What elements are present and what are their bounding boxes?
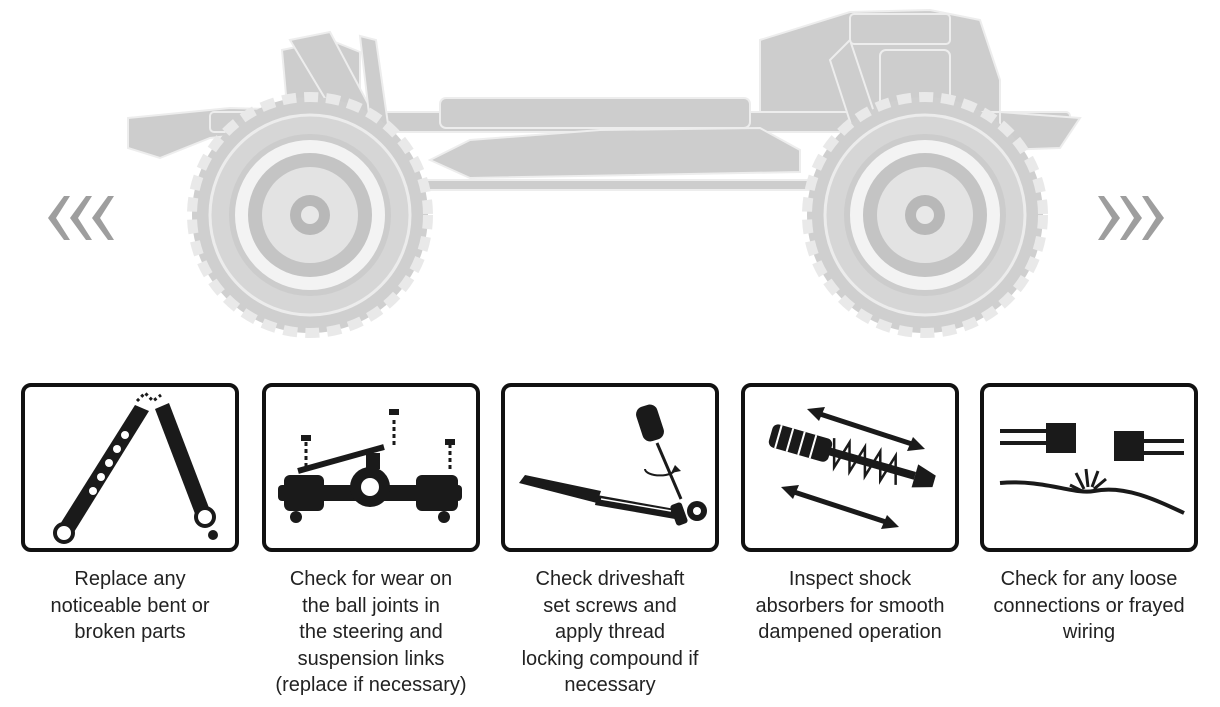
panel-driveshaft (501, 383, 719, 552)
chevron-left-icon (48, 196, 114, 240)
chevron-right-icon (1098, 196, 1164, 240)
driveshaft-screwdriver-icon (519, 404, 707, 526)
panel-ball-joints (262, 383, 480, 552)
frayed-wiring-icon (999, 423, 1185, 515)
panel-bent-parts (21, 383, 239, 552)
axle-ball-joints-icon (278, 409, 462, 523)
panel-wiring (980, 383, 1198, 552)
front-tire (807, 97, 1043, 333)
chassis-frame (127, 8, 1082, 191)
rear-tire (192, 97, 428, 333)
chassis-illustration (48, 8, 1164, 360)
shock-absorber-icon (768, 407, 936, 529)
bent-links-icon (53, 390, 218, 544)
panel-shock (741, 383, 959, 552)
